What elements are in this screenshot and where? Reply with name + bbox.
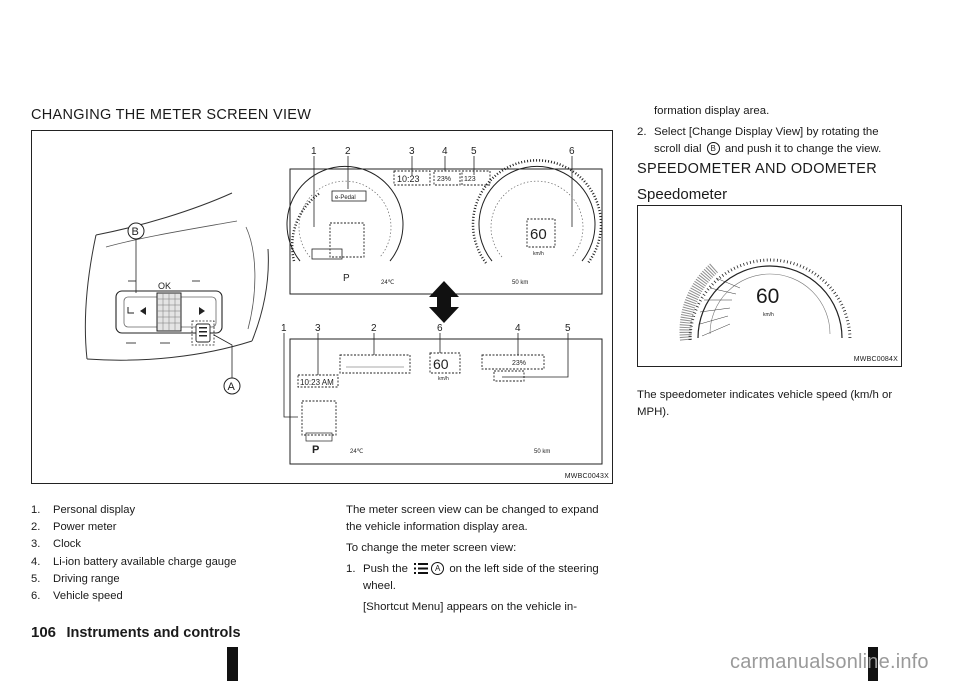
svg-text:P: P xyxy=(343,273,350,284)
step-1-continued: formation display area. xyxy=(654,105,770,117)
intro-paragraph: The meter screen view can be changed to … xyxy=(346,504,599,533)
watermark: carmanualsonline.info xyxy=(730,651,929,673)
svg-text:5: 5 xyxy=(471,146,477,157)
svg-text:6: 6 xyxy=(569,146,575,157)
svg-text:50 km: 50 km xyxy=(534,449,550,455)
heading-speedometer-odometer: SPEEDOMETER AND ODOMETER xyxy=(637,161,878,177)
step-1-sub: [Shortcut Menu] appears on the vehicle i… xyxy=(363,601,578,613)
svg-text:OK: OK xyxy=(158,281,171,291)
page-number: 106 xyxy=(31,624,57,641)
instruction-intro: To change the meter screen view: xyxy=(346,542,517,554)
svg-text:123: 123 xyxy=(464,176,476,183)
legend-item: 5.Driving range xyxy=(31,572,120,585)
heading-speedometer: Speedometer xyxy=(637,186,728,203)
svg-text:2: 2 xyxy=(371,323,377,334)
svg-text:23%: 23% xyxy=(512,360,526,367)
circle-a-icon: A xyxy=(431,562,445,576)
speedometer-figure: 60 km/h MWBC0084X xyxy=(637,205,902,367)
mid-column: The meter screen view can be changed to … xyxy=(346,502,614,616)
svg-text:10:23: 10:23 xyxy=(397,174,420,184)
svg-text:1: 1 xyxy=(281,323,287,334)
section-title: CHANGING THE METER SCREEN VIEW xyxy=(31,107,312,123)
legend-item: 1.Personal display xyxy=(31,504,136,516)
footer-section-title: Instruments and controls xyxy=(66,625,241,641)
svg-text:50 km: 50 km xyxy=(512,280,528,286)
page-edge-mark xyxy=(868,647,878,681)
legend-item: 2.Power meter xyxy=(31,521,117,534)
svg-text:5: 5 xyxy=(565,323,571,334)
svg-text:1: 1 xyxy=(311,146,317,157)
page-edge-mark xyxy=(227,647,238,681)
legend-item: 3.Clock xyxy=(31,538,81,551)
svg-text:60: 60 xyxy=(433,356,449,372)
svg-text:km/h: km/h xyxy=(438,376,449,382)
speedometer-value: 60 xyxy=(756,285,780,308)
page-footer: 106 Instruments and controls xyxy=(31,624,241,642)
svg-text:3: 3 xyxy=(315,323,321,334)
svg-text:4: 4 xyxy=(515,323,521,334)
svg-text:4: 4 xyxy=(442,146,448,157)
svg-text:2: 2 xyxy=(345,146,351,157)
svg-text:10:23 AM: 10:23 AM xyxy=(300,378,334,387)
figure-code: MWBC0043X xyxy=(564,473,609,480)
svg-text:24℃: 24℃ xyxy=(350,449,364,455)
svg-text:P: P xyxy=(312,444,319,456)
svg-text:B: B xyxy=(132,226,139,238)
right-column-top: formation display area. 2. Select [Chang… xyxy=(637,103,907,158)
svg-text:km/h: km/h xyxy=(533,251,544,257)
menu-list-icon xyxy=(414,563,429,575)
legend-item: 6.Vehicle speed xyxy=(31,589,123,602)
svg-text:60: 60 xyxy=(530,226,547,243)
svg-text:24℃: 24℃ xyxy=(381,280,395,286)
step-2: 2. Select [Change Display View] by rotat… xyxy=(637,126,882,156)
step-1: 1. Push the A on the left side of the st… xyxy=(346,561,614,616)
svg-text:23%: 23% xyxy=(437,176,451,183)
speedometer-description: The speedometer indicates vehicle speed … xyxy=(637,389,893,418)
speedometer-unit: km/h xyxy=(763,312,774,318)
svg-text:3: 3 xyxy=(409,146,415,157)
svg-text:A: A xyxy=(228,381,236,393)
legend-item: 4.Li-ion battery available charge gauge xyxy=(31,555,237,568)
circle-b-icon: B xyxy=(706,142,720,156)
figure-code: MWBC0084X xyxy=(853,356,898,363)
legend-list: 1.Personal display 2.Power meter 3.Clock… xyxy=(31,504,311,607)
svg-text:6: 6 xyxy=(437,323,443,334)
speedometer-illustration xyxy=(679,258,852,341)
svg-text:e-Pedal: e-Pedal xyxy=(335,195,356,201)
